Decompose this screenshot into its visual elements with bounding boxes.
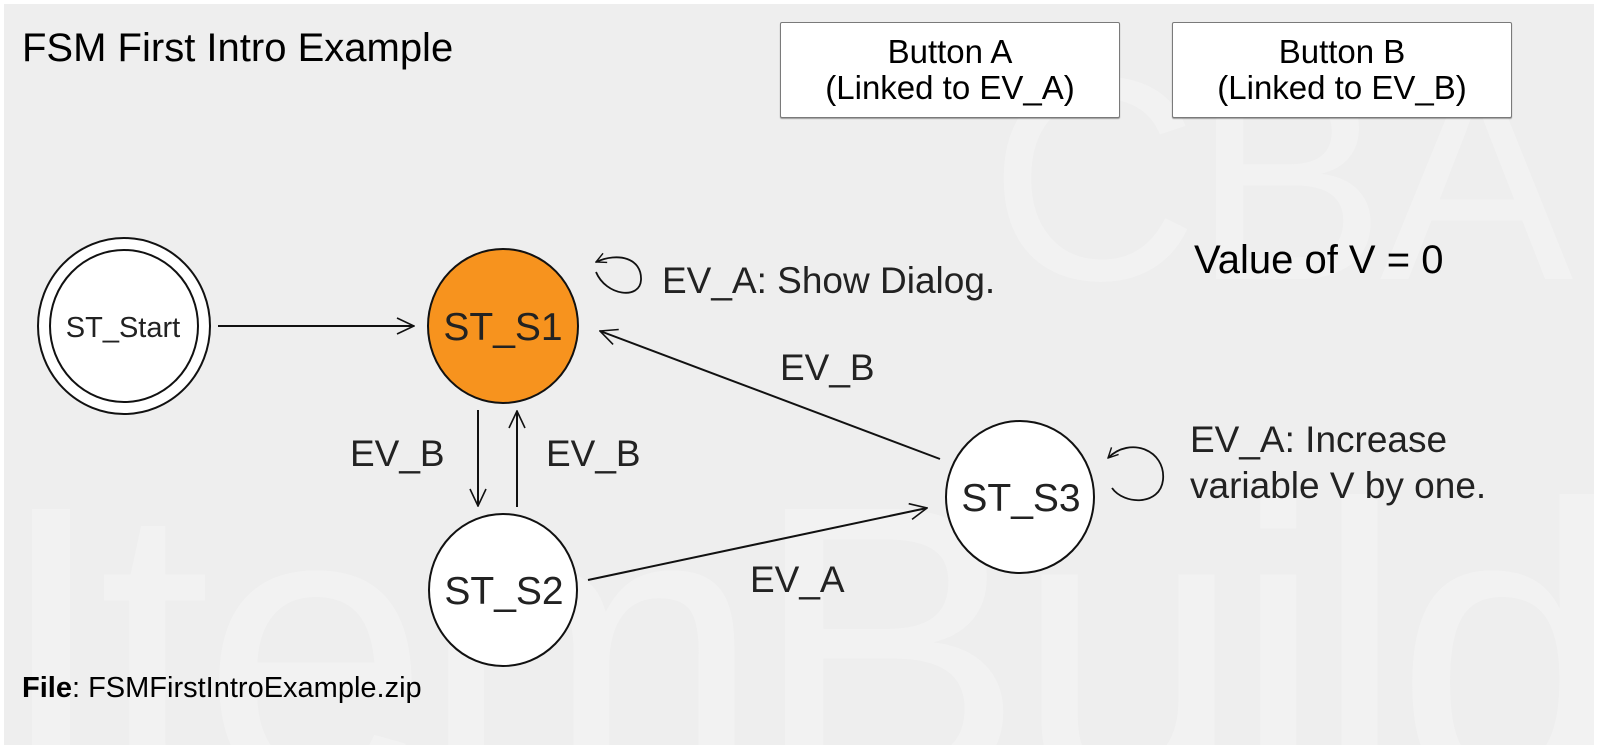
label-s3-self-line2: variable V by one. <box>1190 465 1486 506</box>
state-st-s1-active: ST_S1 <box>427 248 579 404</box>
label-s2-to-s3: EV_A <box>750 559 845 600</box>
transition-s2-to-s3 <box>587 508 927 581</box>
self-loop-s1 <box>596 257 642 294</box>
label-s3-to-s1: EV_B <box>780 347 875 388</box>
state-st-start: ST_Start <box>37 237 211 415</box>
file-label: File <box>22 672 72 704</box>
state-label: ST_S2 <box>444 570 563 613</box>
label-s1-self: EV_A: Show Dialog. <box>662 260 995 301</box>
label-s2-to-s1: EV_B <box>546 433 641 474</box>
file-info: File: FSMFirstIntroExample.zip <box>22 672 422 705</box>
button-a[interactable]: Button A (Linked to EV_A) <box>780 22 1120 118</box>
button-b[interactable]: Button B (Linked to EV_B) <box>1172 22 1512 118</box>
label-s1-to-s2: EV_B <box>350 433 445 474</box>
file-name: FSMFirstIntroExample.zip <box>88 672 422 704</box>
label-s3-self-line1: EV_A: Increase <box>1190 419 1447 460</box>
button-b-sublabel: (Linked to EV_B) <box>1217 69 1467 106</box>
state-circle <box>427 248 579 404</box>
transition-s3-to-s1 <box>600 331 941 460</box>
button-a-sublabel: (Linked to EV_A) <box>825 69 1075 106</box>
self-loop-s3 <box>1108 446 1164 502</box>
button-b-label: Button B <box>1278 33 1406 70</box>
state-label: ST_S3 <box>961 477 1080 520</box>
button-a-label: Button A <box>887 33 1013 70</box>
state-label: ST_Start <box>66 312 180 344</box>
file-separator: : <box>71 672 89 704</box>
variable-value-display: Value of V = 0 <box>1194 238 1444 282</box>
state-st-s3: ST_S3 <box>945 420 1095 574</box>
page-title: FSM First Intro Example <box>22 26 454 70</box>
state-label: ST_S1 <box>443 306 562 349</box>
state-st-s2: ST_S2 <box>428 513 578 667</box>
